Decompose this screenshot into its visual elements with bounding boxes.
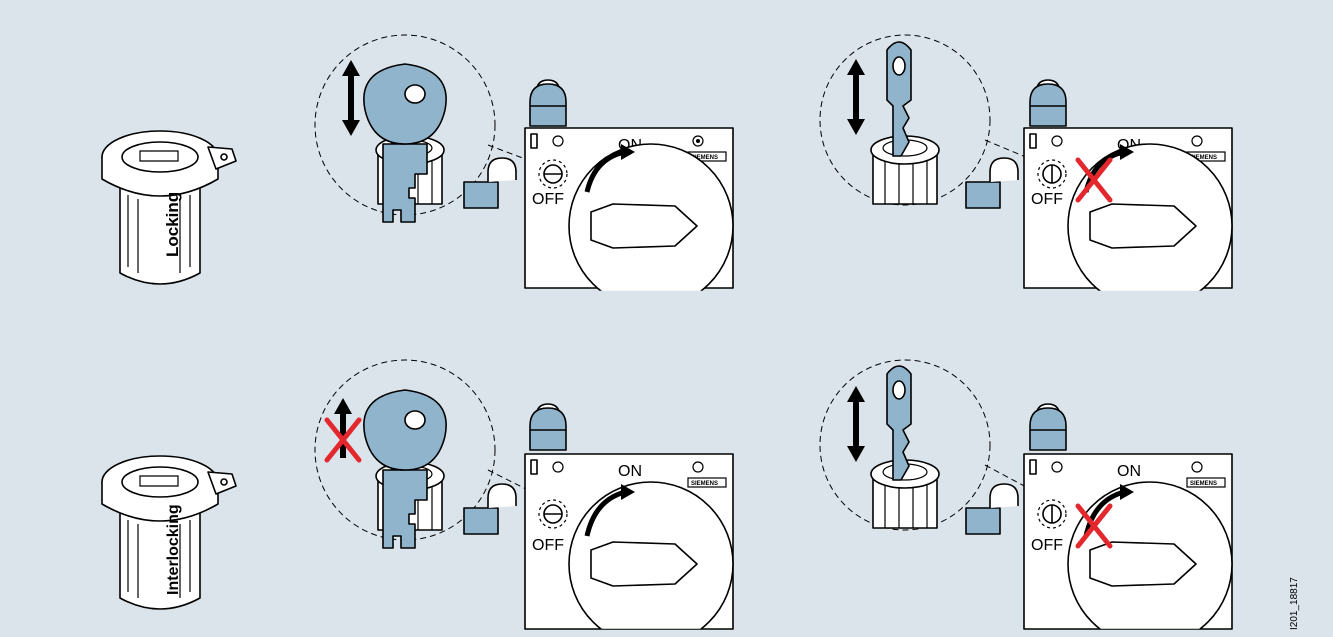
padlock-closed-icon bbox=[529, 403, 567, 451]
padlock-open-icon bbox=[965, 157, 1019, 209]
up-down-arrow-icon bbox=[847, 59, 865, 135]
padlock-open-icon bbox=[463, 157, 517, 209]
switch-panel: SIEMENS ON OFF bbox=[524, 453, 734, 637]
scenario-locking-key-1: SIEMENS ON OFF bbox=[314, 34, 734, 308]
padlock-closed-icon bbox=[529, 79, 567, 127]
figure-id: I201_18817 bbox=[1289, 577, 1300, 630]
scenario-interlocking-key-2: SIEMENS ON OFF bbox=[819, 359, 1233, 637]
turn-arrow-icon bbox=[1083, 489, 1125, 537]
detail-circle bbox=[819, 34, 1029, 206]
off-label: OFF bbox=[532, 537, 564, 554]
switch-panel: SIEMENS ON OFF bbox=[1023, 453, 1233, 637]
padlock-open-icon bbox=[463, 483, 517, 535]
switch-panel: SIEMENS ON OFF bbox=[1023, 127, 1233, 308]
padlock-open-icon bbox=[965, 483, 1019, 535]
brand-label: SIEMENS bbox=[1190, 481, 1217, 487]
up-down-arrow-icon bbox=[342, 60, 360, 136]
turn-arrow-icon bbox=[584, 489, 626, 537]
off-label: OFF bbox=[532, 191, 564, 208]
brand-label: SIEMENS bbox=[691, 155, 718, 161]
scenario-interlocking-key-1: SIEMENS ON OFF bbox=[314, 359, 734, 637]
interlocking-insert-label: Interlocking bbox=[165, 504, 182, 595]
locking-insert-label: Locking bbox=[163, 192, 182, 257]
locking-insert: Locking bbox=[101, 130, 237, 285]
up-down-arrow-icon bbox=[847, 386, 865, 462]
detail-circle bbox=[819, 359, 1029, 531]
on-label: ON bbox=[618, 463, 642, 480]
turn-arrow-icon bbox=[584, 149, 626, 193]
scenario-locking-key-2: SIEMENS ON OFF bbox=[819, 34, 1233, 308]
padlock-closed-icon bbox=[1029, 403, 1067, 451]
switch-panel: SIEMENS ON OFF bbox=[524, 127, 734, 308]
off-label: OFF bbox=[1031, 537, 1063, 554]
interlocking-insert: Interlocking bbox=[101, 455, 237, 610]
padlock-closed-icon bbox=[1029, 79, 1067, 127]
on-label: ON bbox=[1117, 463, 1141, 480]
brand-label: SIEMENS bbox=[1190, 155, 1217, 161]
off-label: OFF bbox=[1031, 191, 1063, 208]
brand-label: SIEMENS bbox=[691, 481, 718, 487]
